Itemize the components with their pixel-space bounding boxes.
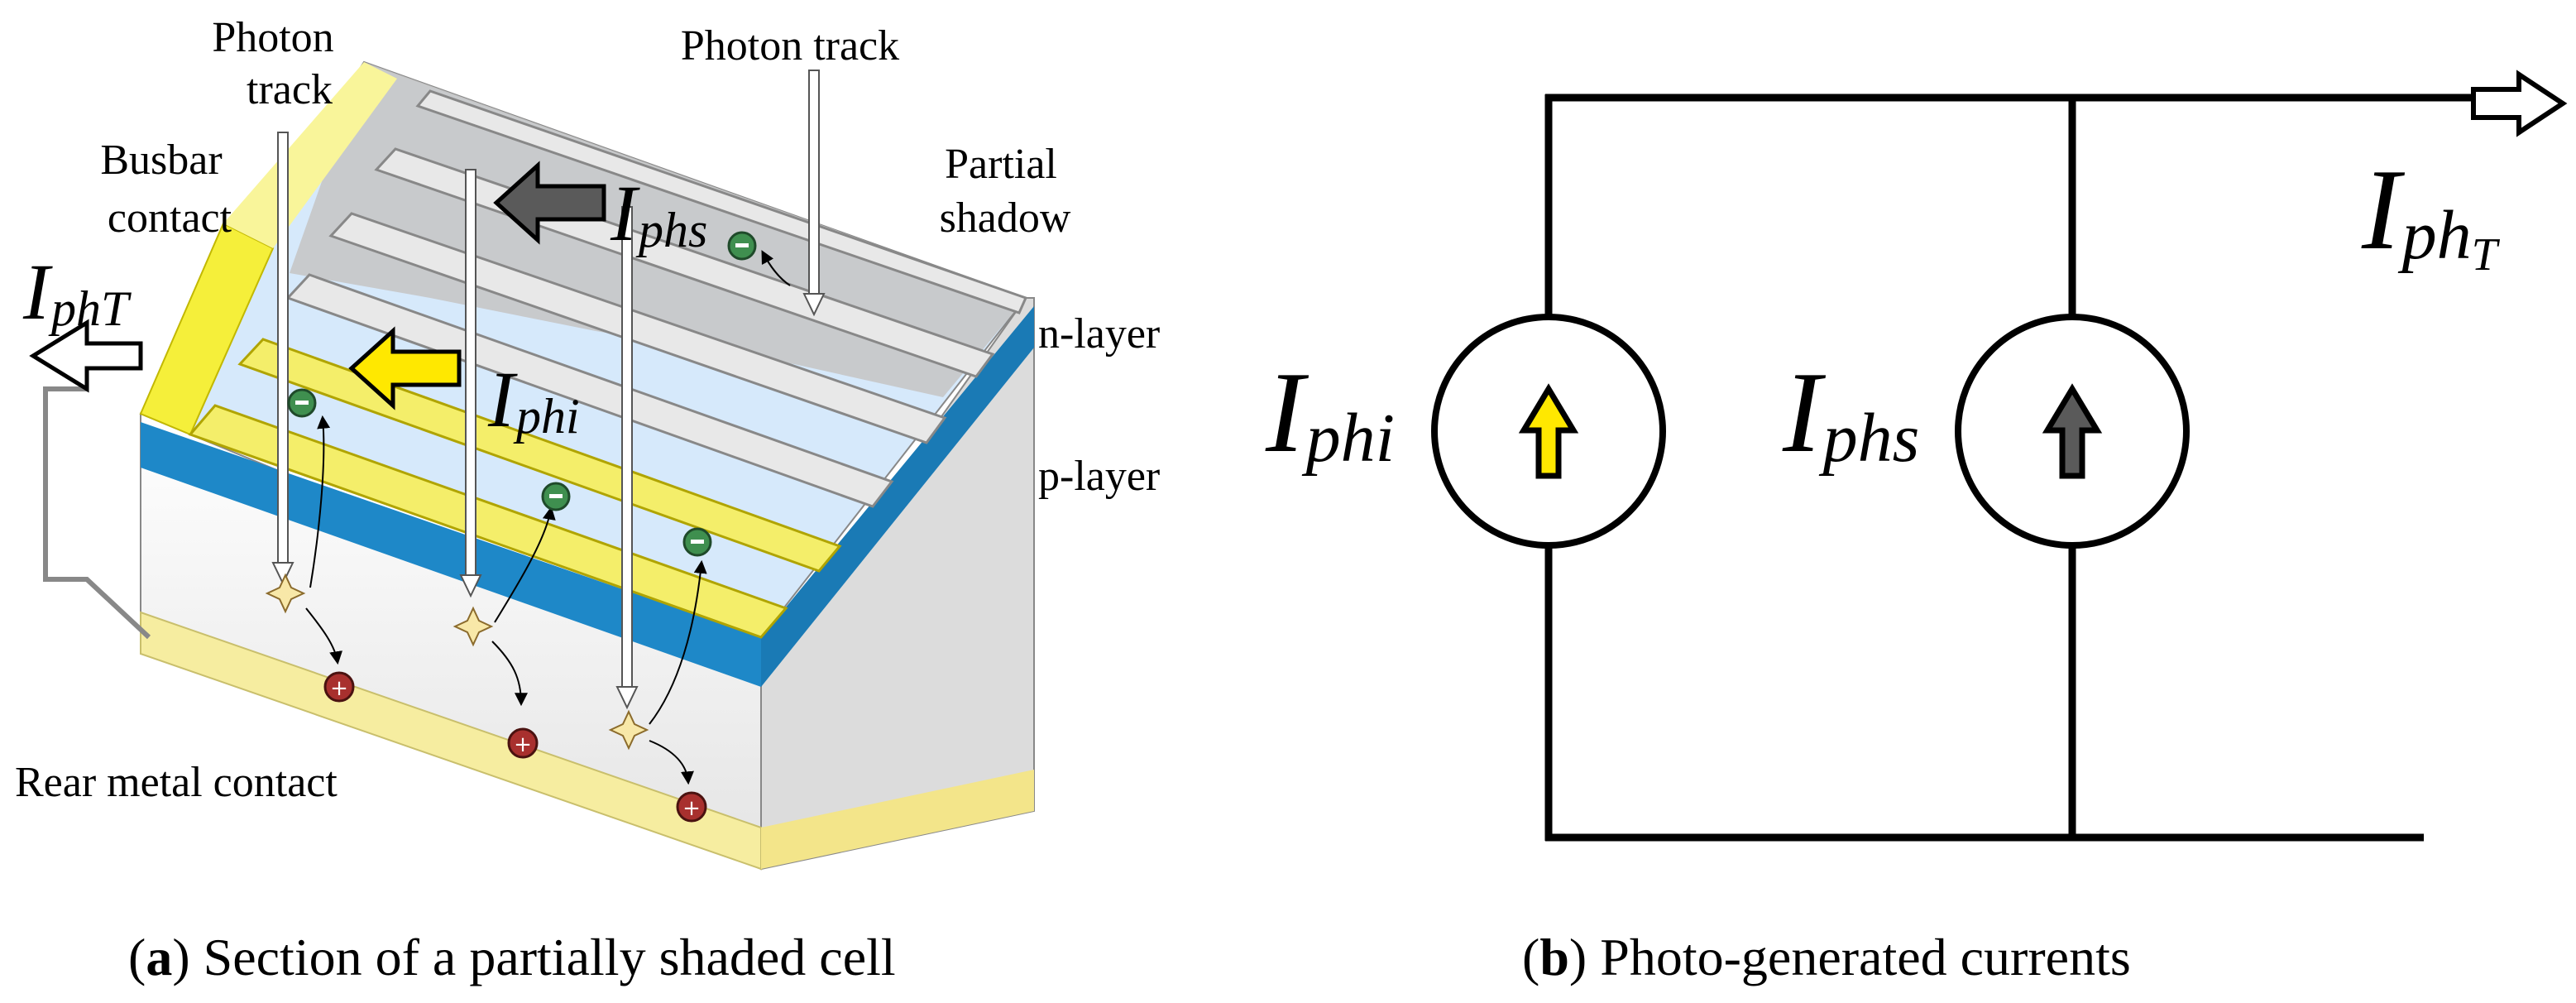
label-iphT-a: IphT bbox=[22, 247, 132, 336]
caption-a: (a) Section of a partially shaded cell bbox=[128, 928, 896, 986]
carrier-generation-sparks bbox=[265, 573, 649, 751]
caption-b: (b) Photo-generated currents bbox=[1522, 928, 2131, 986]
label-photon-track-left-line2: track bbox=[247, 66, 333, 113]
label-iphi-b: Iphi bbox=[1265, 348, 1395, 477]
holes: + + + bbox=[323, 671, 707, 823]
iphs-grey-arrow bbox=[493, 161, 606, 245]
label-partial-line1: Partial bbox=[945, 141, 1057, 188]
label-iphi-a: Iphi bbox=[487, 355, 580, 444]
label-busbar-line1: Busbar bbox=[100, 137, 222, 184]
label-iphs-a: Iphs bbox=[610, 169, 707, 257]
label-photon-track-right: Photon track bbox=[681, 22, 899, 70]
label-iphT-b: IphT bbox=[2361, 146, 2501, 281]
label-n-layer: n-layer bbox=[1038, 310, 1160, 358]
label-partial-line2: shadow bbox=[940, 194, 1071, 242]
svg-text:+: + bbox=[514, 732, 532, 757]
busbar-wire bbox=[43, 386, 151, 640]
electrons bbox=[287, 231, 757, 557]
iphi-yellow-arrow bbox=[348, 326, 462, 410]
iphs-source-arrow bbox=[2042, 383, 2103, 479]
carrier-paths bbox=[305, 250, 791, 785]
iphT-hollow-arrow-a bbox=[29, 319, 143, 393]
n-layer-band-right bbox=[761, 306, 1034, 687]
label-p-layer: p-layer bbox=[1038, 453, 1160, 500]
rear-contact-right bbox=[761, 770, 1034, 869]
label-busbar-line2: contact bbox=[108, 194, 232, 242]
svg-text:+: + bbox=[682, 796, 701, 821]
current-source-iphi bbox=[1431, 314, 1666, 549]
iphi-source-arrow bbox=[1518, 383, 1579, 479]
solar-cell-section-diagram: + + + Photon track Photon track Busbar c… bbox=[15, 14, 1160, 871]
label-rear-metal-contact: Rear metal contact bbox=[15, 759, 338, 806]
label-iphs-b: Iphs bbox=[1782, 348, 1919, 477]
equivalent-circuit bbox=[1431, 94, 2473, 842]
current-source-iphs bbox=[1955, 314, 2190, 549]
iphT-hollow-arrow-b bbox=[2471, 70, 2568, 137]
svg-text:+: + bbox=[330, 676, 348, 701]
busbar-top bbox=[223, 62, 397, 248]
n-layer-band-front bbox=[141, 422, 761, 687]
label-photon-track-left-line1: Photon bbox=[212, 14, 333, 61]
photon-tracks bbox=[271, 70, 826, 710]
